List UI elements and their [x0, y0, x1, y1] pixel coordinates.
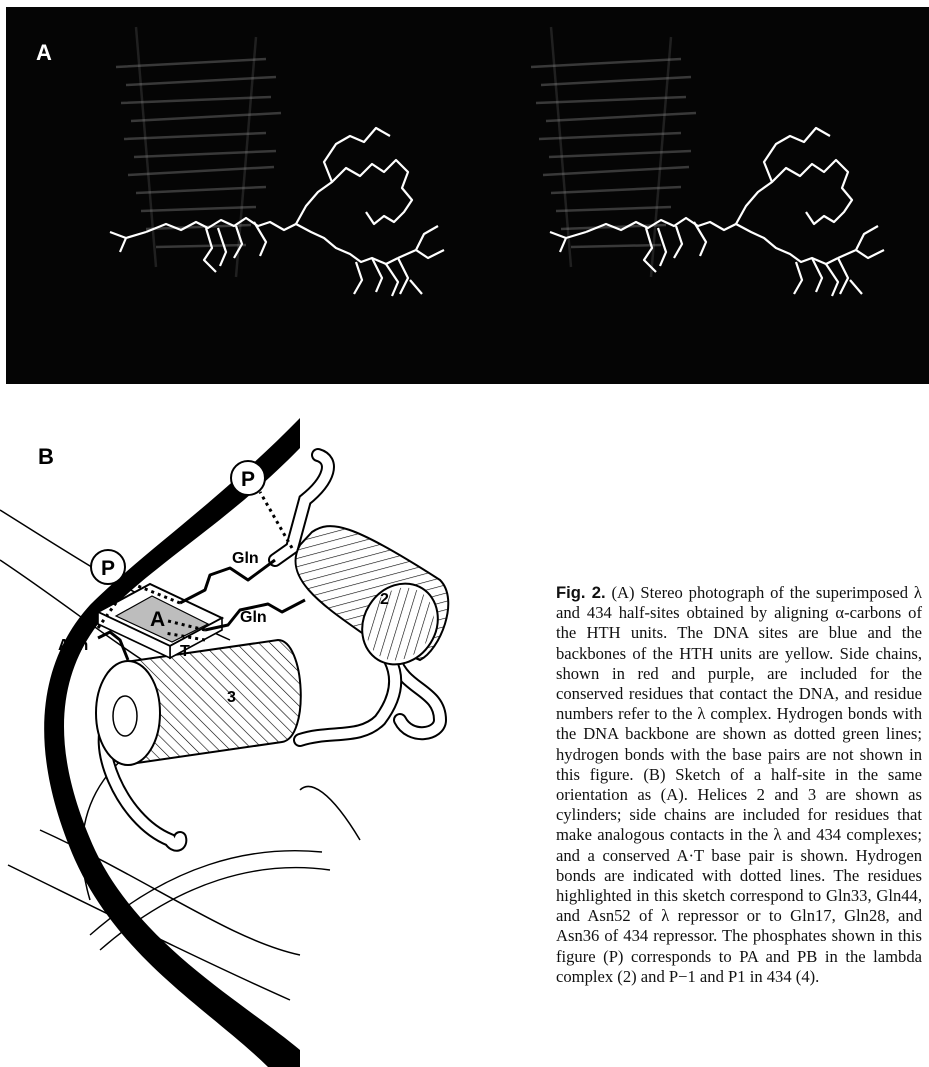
stereo-structure-render [6, 7, 929, 384]
phosphate-top: P [231, 461, 265, 495]
phosphate-left: P [91, 550, 125, 584]
caption-part-a: (A) Stereo photograph of the superimpose… [556, 583, 922, 784]
panel-b-label: B [38, 444, 54, 470]
caption-figure-label: Fig. 2. [556, 583, 606, 602]
helix-2-label: 2 [380, 591, 389, 608]
sketch-drawing: P P Gln Gln Asn A T 2 3 [0, 400, 560, 1067]
svg-text:P: P [241, 468, 255, 491]
panel-a-label: A [36, 40, 52, 66]
figure-caption: Fig. 2. (A) Stereo photograph of the sup… [556, 583, 922, 987]
asn-label: Asn [58, 637, 88, 654]
base-t-label: T [180, 643, 190, 660]
helix-2-cylinder [295, 526, 452, 679]
caption-part-b: (B) Sketch of a half-site in the same or… [556, 765, 922, 986]
stereo-photograph [6, 7, 929, 384]
base-a-label: A [150, 608, 165, 631]
half-site-sketch: P P Gln Gln Asn A T 2 3 [0, 400, 560, 1067]
gln-lower-label: Gln [240, 609, 267, 626]
helix-3-label: 3 [227, 689, 236, 706]
svg-text:P: P [101, 557, 115, 580]
gln-upper-label: Gln [232, 550, 259, 567]
